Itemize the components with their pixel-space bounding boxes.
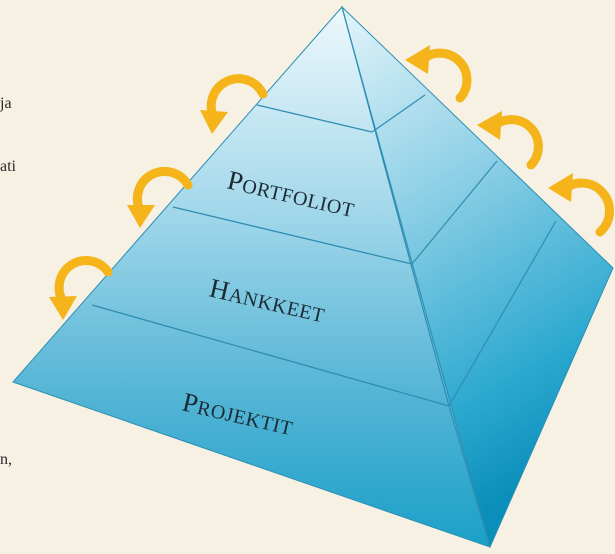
right-divider-2 [411, 160, 498, 265]
inner-edge [341, 6, 450, 407]
right-divider-1 [371, 94, 426, 133]
right-divider-3 [448, 220, 557, 407]
inner-edge-lower [448, 405, 491, 548]
curved-arrow-icon [200, 74, 268, 134]
level-divider-1 [256, 104, 373, 133]
curved-arrow-icon [127, 166, 193, 228]
text-fragment-3: n, [0, 451, 12, 468]
text-fragment-2: ati [0, 158, 16, 175]
pyramid-right-face [341, 5, 614, 549]
curved-arrow-icon [405, 45, 472, 103]
curved-arrow-icon [49, 256, 113, 320]
curved-arrow-icon [477, 111, 543, 170]
text-fragment-1: ja [0, 95, 12, 112]
curved-arrow-icon [548, 173, 614, 237]
level-divider-2 [172, 206, 413, 265]
level-divider-3 [91, 304, 450, 407]
